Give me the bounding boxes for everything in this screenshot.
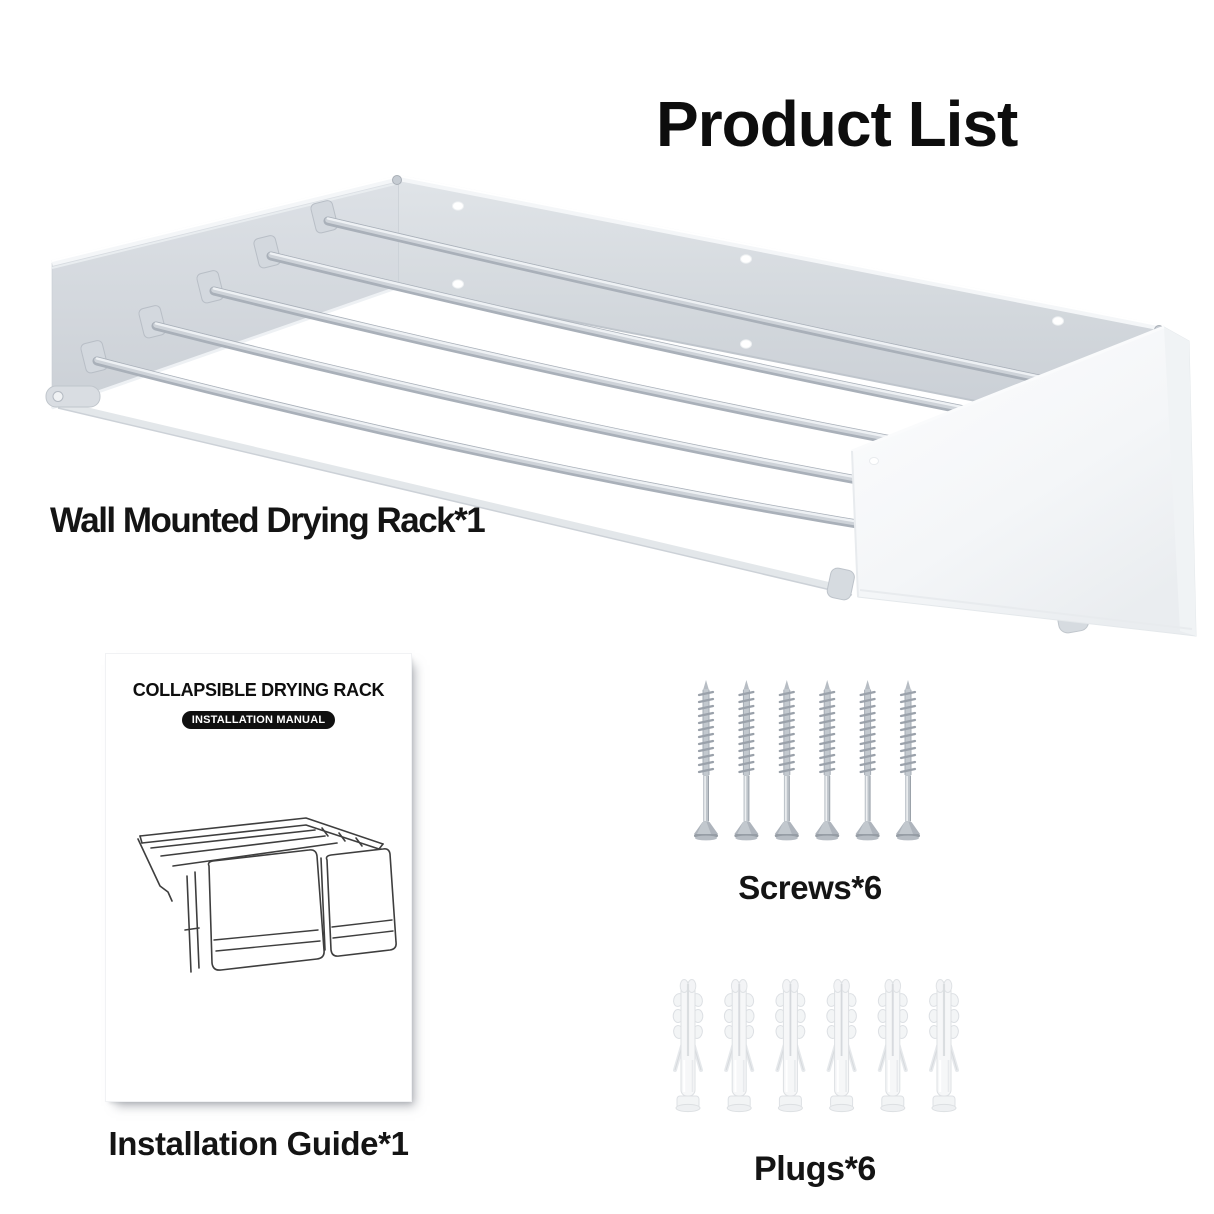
wall-plug-icon (772, 977, 809, 1114)
wall-plug-icon (721, 977, 757, 1114)
guide-label: Installation Guide*1 (108, 1125, 409, 1162)
screw-icon (894, 678, 922, 842)
rod-end-cap (826, 567, 855, 601)
wall-plug-icon (926, 977, 962, 1114)
wall-plug-icon (823, 977, 860, 1114)
screw-icon (854, 678, 881, 842)
wall-plug-icon (875, 977, 911, 1114)
rack-label: Wall Mounted Drying Rack*1 (50, 501, 486, 540)
screw-icon (773, 678, 800, 842)
page-title: Product List (656, 88, 1018, 160)
plugs-label: Plugs*6 (754, 1150, 876, 1188)
screws-image (692, 678, 922, 842)
manual-badge-row: INSTALLATION MANUAL (106, 710, 411, 729)
installation-manual-cover: COLLAPSIBLE DRYING RACK INSTALLATION MAN… (105, 653, 412, 1102)
plugs-image (670, 977, 962, 1114)
screw-icon (733, 678, 760, 842)
manual-cover-badge: INSTALLATION MANUAL (181, 711, 336, 729)
manual-cover-title: COLLAPSIBLE DRYING RACK (132, 680, 385, 700)
mounting-holes (452, 201, 1064, 349)
screw-icon (692, 678, 720, 842)
rack-front-panel (851, 325, 1197, 637)
screws-label: Screws*6 (738, 869, 882, 906)
drying-rack-image (45, 174, 1197, 637)
screw-icon (814, 678, 841, 842)
corner-screw-icon (392, 175, 402, 185)
wall-plug-icon (670, 977, 706, 1114)
manual-line-drawing-icon (137, 817, 397, 973)
